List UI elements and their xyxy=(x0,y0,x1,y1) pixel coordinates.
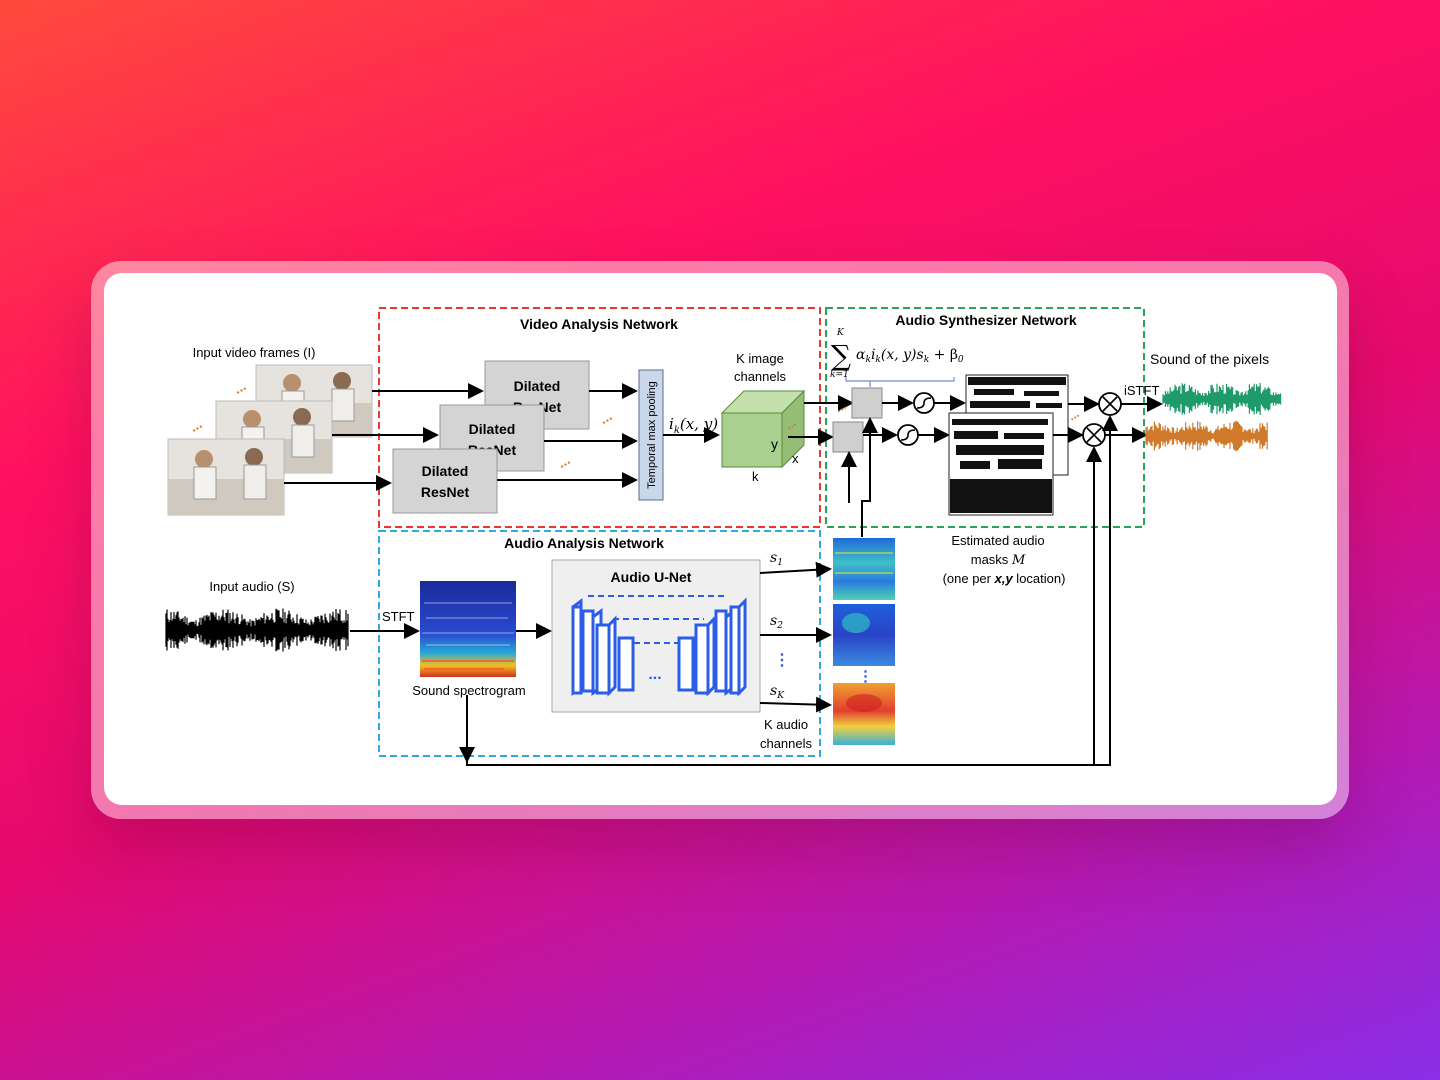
est-masks-3: (one per x,y location) xyxy=(943,571,1066,586)
audio-analysis-title: Audio Analysis Network xyxy=(504,535,664,551)
s1-label: s1 xyxy=(770,550,783,568)
mask-dots: ∙∙∙ xyxy=(1067,409,1083,426)
ik-label: ik(x, y) xyxy=(669,415,718,436)
output-waveform-green xyxy=(1162,383,1282,415)
svg-text:k=1: k=1 xyxy=(830,370,849,380)
audio-channel-s2 xyxy=(833,604,895,666)
frames-dots-2: ∙∙∙ xyxy=(188,418,206,438)
diagram-card: Video Analysis Network Audio Synthesizer… xyxy=(104,273,1337,805)
svg-text:Dilated: Dilated xyxy=(514,378,561,394)
channel-vdots: ⋮ xyxy=(858,668,873,685)
unet-label: Audio U-Net xyxy=(611,569,692,585)
audio-synth-title: Audio Synthesizer Network xyxy=(895,312,1076,328)
synth-unit-2 xyxy=(832,421,864,453)
sound-spectrogram-image xyxy=(420,581,516,677)
s2-label: s2 xyxy=(770,613,783,631)
audio-channel-sk xyxy=(833,683,895,745)
unet-layers xyxy=(571,597,747,697)
audio-synth-box xyxy=(825,307,1145,528)
sound-pixels-label: Sound of the pixels xyxy=(1150,351,1269,367)
temporal-pool-label: Temporal max pooling xyxy=(646,381,658,489)
k-image-label-2: channels xyxy=(734,369,787,384)
multiply-icon-2 xyxy=(1082,423,1106,447)
audio-analysis-box xyxy=(378,530,821,757)
unet-vdots: ⋮ xyxy=(774,652,790,669)
svg-text:K: K xyxy=(836,328,845,338)
input-audio-label: Input audio (S) xyxy=(209,579,294,594)
stft-label: STFT xyxy=(382,609,415,624)
video-analysis-title: Video Analysis Network xyxy=(520,316,678,332)
svg-text:Dilated: Dilated xyxy=(422,463,469,479)
resnet-dots-2: ∙∙∙ xyxy=(556,454,574,474)
pipeline-diagram: Video Analysis Network Audio Synthesizer… xyxy=(165,307,1282,766)
audio-channel-s1 xyxy=(833,538,895,600)
dilated-resnet-3: Dilated ResNet xyxy=(392,448,498,514)
synth-formula: ∑ K k=1 αkik(x, y)sk + β0 xyxy=(830,328,964,387)
unet-skip-lines xyxy=(588,595,724,644)
unet-dots: ... xyxy=(648,666,661,683)
audio-mask-front xyxy=(948,412,1054,516)
svg-text:∑: ∑ xyxy=(831,339,851,372)
sk-label: sK xyxy=(770,683,785,701)
input-audio-waveform xyxy=(165,608,349,652)
cube-k-label: k xyxy=(752,469,759,484)
est-masks-2: masks M xyxy=(971,552,1026,568)
svg-text:αkik(x, y)sk + β0: αkik(x, y)sk + β0 xyxy=(856,347,964,365)
frames-dots-1: ∙∙∙ xyxy=(232,380,250,400)
video-analysis-box xyxy=(378,307,821,528)
resnet-dots-1: ∙∙∙ xyxy=(598,410,616,430)
multiply-icon-1 xyxy=(1098,392,1122,416)
video-frame-1 xyxy=(167,438,285,516)
image-channels-cube xyxy=(720,389,806,469)
svg-text:ResNet: ResNet xyxy=(421,484,470,500)
spectrogram-label: Sound spectrogram xyxy=(412,683,525,698)
temporal-pool-bar xyxy=(638,369,664,501)
synth-unit-1 xyxy=(851,387,883,419)
sigmoid-icon-1 xyxy=(913,392,935,414)
k-audio-label-1: K audio xyxy=(764,717,808,732)
input-frames-label: Input video frames (I) xyxy=(193,345,316,360)
output-waveform-orange xyxy=(1145,420,1268,452)
k-image-label-1: K image xyxy=(736,351,784,366)
k-audio-label-2: channels xyxy=(760,736,813,751)
arrow-unet-sk xyxy=(759,696,832,713)
est-masks-1: Estimated audio xyxy=(951,533,1044,548)
cube-x-label: x xyxy=(792,451,799,466)
istft-label: iSTFT xyxy=(1124,383,1159,398)
arrow-unet-s1 xyxy=(759,561,832,578)
svg-text:Dilated: Dilated xyxy=(469,421,516,437)
feed-audio-synth xyxy=(861,417,878,537)
sigmoid-icon-2 xyxy=(897,424,919,446)
cube-y-label: y xyxy=(771,436,778,452)
